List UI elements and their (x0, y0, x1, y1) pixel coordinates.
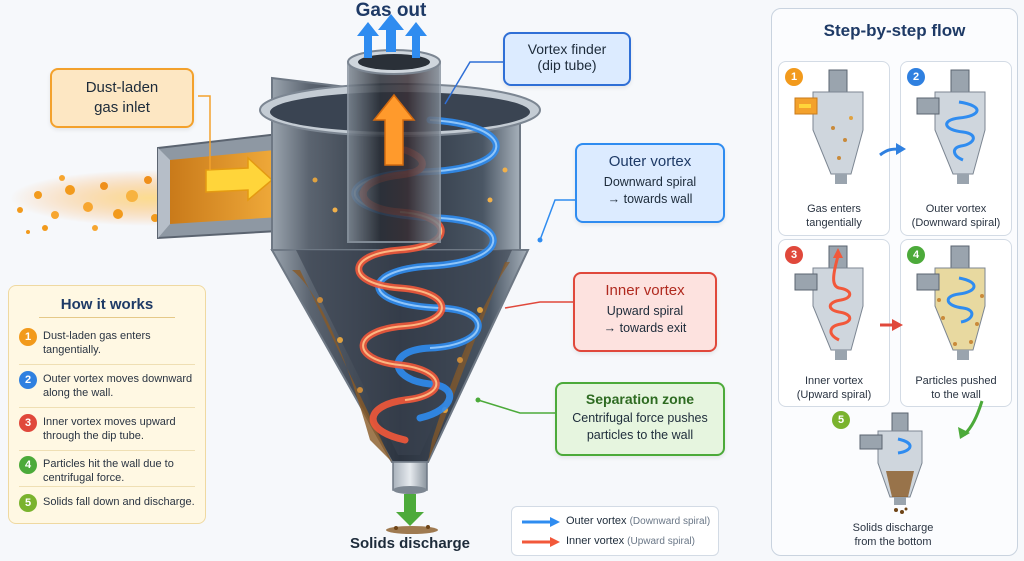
vortex-finder-title: Vortex finder (505, 41, 629, 57)
how-item-text: Dust-laden gas enters tangentially. (43, 329, 201, 357)
how-divider (19, 486, 195, 487)
step-flow-arrows (772, 9, 1017, 555)
how-divider (19, 450, 195, 451)
how-item-text: Solids fall down and discharge. (43, 495, 201, 509)
how-it-works-panel: How it works 1 Dust-laden gas enters tan… (8, 285, 206, 524)
legend-arrows (520, 513, 564, 549)
step-number-badge: 4 (19, 456, 37, 474)
outer-vortex-callout: Outer vortex Downward spiral → towards w… (575, 143, 725, 223)
step-number-badge: 3 (19, 414, 37, 432)
separation-zone-callout: Separation zone Centrifugal force pushes… (555, 382, 725, 456)
step-number-badge: 2 (19, 371, 37, 389)
vortex-finder-subtitle: (dip tube) (505, 57, 629, 74)
inner-vortex-line1: Upward spiral (575, 303, 715, 320)
step-by-step-panel: Step-by-step flow 1 Gas enters tangentia… (771, 8, 1018, 556)
inner-vortex-line2: → towards exit (575, 320, 715, 337)
separation-zone-title: Separation zone (557, 391, 723, 407)
outer-vortex-line1: Downward spiral (577, 174, 723, 191)
gas-out-label: Gas out (336, 0, 446, 22)
outer-vortex-title: Outer vortex (577, 153, 723, 170)
how-item-text: Outer vortex moves downward along the wa… (43, 372, 201, 400)
legend-outer-label: Outer vortex (566, 515, 627, 527)
inlet-label: Dust-laden gas inlet (52, 78, 192, 118)
legend-inner-sub: (Upward spiral) (627, 536, 695, 547)
outer-vortex-line2: → towards wall (577, 191, 723, 208)
separation-zone-line1: Centrifugal force pushes (557, 410, 723, 427)
legend-outer: Outer vortex (Downward spiral) (566, 515, 710, 527)
how-divider (19, 407, 195, 408)
how-item-text: Particles hit the wall due to centrifuga… (43, 457, 201, 485)
how-it-works-title: How it works (9, 296, 205, 313)
inner-vortex-callout: Inner vortex Upward spiral → towards exi… (573, 272, 717, 352)
discharge-arrow (386, 494, 438, 534)
legend-inner-label: Inner vortex (566, 535, 624, 547)
how-divider (19, 364, 195, 365)
legend-outer-sub: (Downward spiral) (630, 516, 711, 527)
vortex-finder-callout: Vortex finder (dip tube) (503, 32, 631, 86)
how-title-divider (39, 317, 175, 318)
inlet-callout: Dust-laden gas inlet (50, 68, 194, 128)
step-number-badge: 5 (19, 494, 37, 512)
step-number-badge: 1 (19, 328, 37, 346)
separation-zone-line2: particles to the wall (557, 427, 723, 444)
solids-discharge-label: Solids discharge (340, 535, 480, 552)
legend-inner: Inner vortex (Upward spiral) (566, 535, 695, 547)
vortex-finder-tube (348, 50, 440, 242)
inner-vortex-title: Inner vortex (575, 282, 715, 299)
how-item-text: Inner vortex moves upward through the di… (43, 415, 201, 443)
legend: Outer vortex (Downward spiral) Inner vor… (511, 506, 719, 556)
